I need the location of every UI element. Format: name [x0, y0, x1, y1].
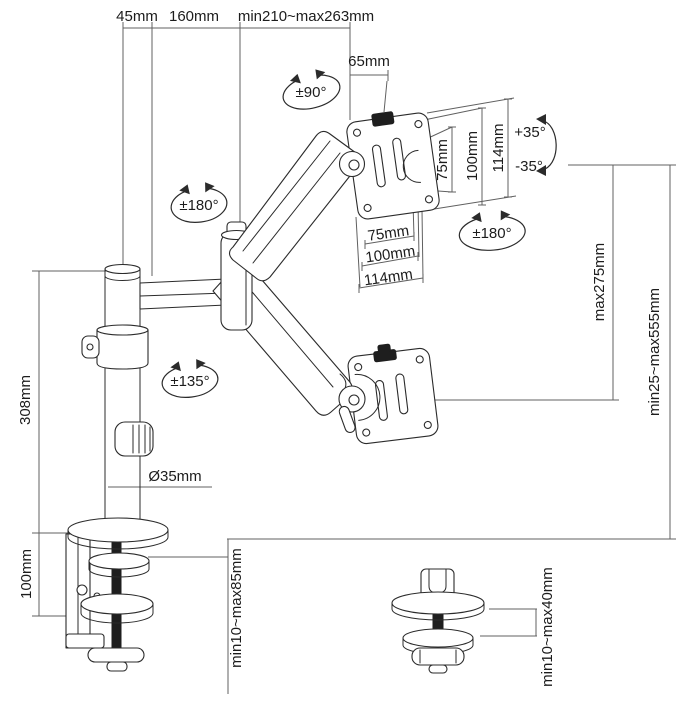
- dimension-lines: [32, 22, 676, 694]
- arm-swivel-arc: [170, 182, 228, 223]
- dim-grommet-capacity: min10~max40mm: [539, 567, 556, 687]
- dim-vesa-v114: 114mm: [490, 124, 507, 173]
- rot-arm-swivel: ±180°: [179, 197, 218, 214]
- dim-vesa-h114: 114mm: [363, 266, 414, 290]
- dim-lower-arm: 160mm: [169, 8, 219, 25]
- rot-tilt-down: -35°: [515, 158, 543, 175]
- dim-head-depth: 65mm: [348, 53, 390, 70]
- vesa-rotation-arc: [458, 210, 526, 251]
- base-swivel-arc: [161, 359, 219, 398]
- dim-pole-offset: 45mm: [116, 8, 158, 25]
- dim-upper-arm: min210~max263mm: [238, 8, 374, 25]
- dim-vesa-v100: 100mm: [464, 131, 481, 181]
- dim-height-adjust: max275mm: [591, 243, 608, 321]
- rotation-arcs: [161, 69, 557, 398]
- grommet-mount: [391, 568, 485, 674]
- dim-pole-diameter: Ø35mm: [148, 468, 201, 485]
- arm-illustration: [65, 111, 485, 674]
- desk-clamp: [65, 517, 169, 672]
- pole: [104, 263, 141, 522]
- dim-vesa-h75: 75mm: [367, 222, 411, 245]
- labels: 45mm 160mm min210~max263mm 65mm ±90° ±18…: [17, 8, 663, 687]
- rot-tilt-up: +35°: [514, 124, 545, 141]
- rot-vesa: ±180°: [472, 225, 511, 242]
- pole-collar: [81, 324, 149, 370]
- dim-clamp-capacity: min10~max85mm: [228, 548, 245, 668]
- dim-clamp-height: 100mm: [18, 549, 35, 599]
- gas-arm-raised: [228, 130, 366, 282]
- rot-base-swivel: ±135°: [170, 373, 209, 390]
- rot-head-swivel: ±90°: [296, 84, 327, 101]
- vesa-plate-front: [346, 111, 440, 220]
- dim-vesa-v75: 75mm: [434, 139, 451, 181]
- dim-height-range: min25~max555mm: [646, 288, 663, 416]
- head-swivel-arc: [282, 69, 341, 110]
- dim-vesa-h100: 100mm: [364, 243, 416, 267]
- vesa-plate-back: [347, 343, 439, 445]
- dim-pole-height: 308mm: [17, 375, 34, 425]
- tilt-arc: [536, 114, 557, 176]
- pole-knob: [114, 421, 154, 457]
- lower-link-arm: [139, 278, 227, 310]
